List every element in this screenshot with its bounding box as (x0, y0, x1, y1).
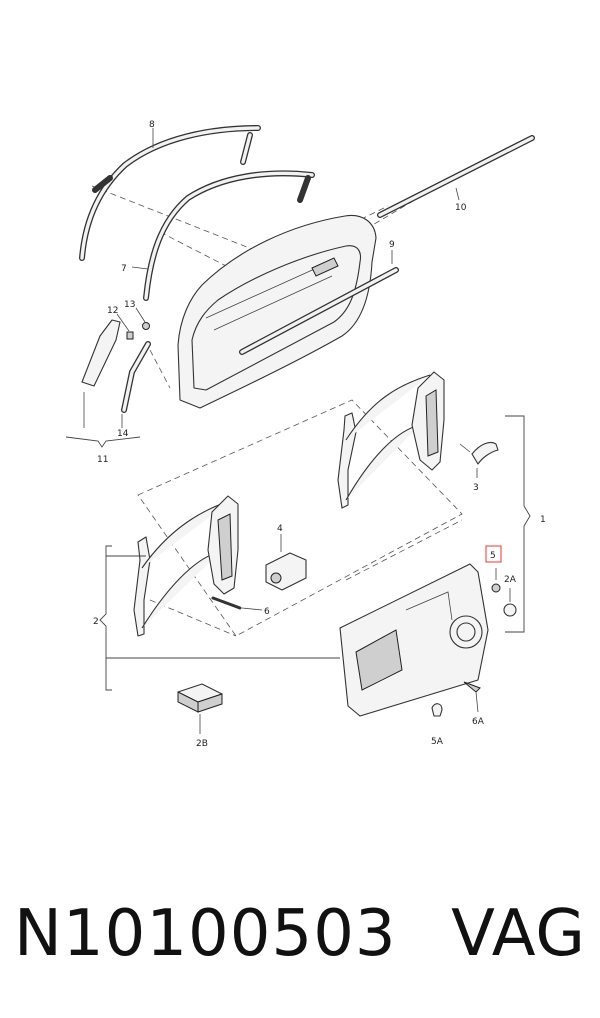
label-5: 5 (490, 551, 496, 561)
part-number-text: N10100503 (14, 897, 397, 971)
label-13: 13 (124, 300, 135, 310)
label-4: 4 (277, 524, 283, 534)
lower-window-regulator (133, 495, 239, 637)
label-11: 11 (97, 455, 108, 465)
exploded-parts-diagram: 1 2 2A 2B 3 4 5 5A 6 6A 7 8 9 10 11 12 1… (65, 120, 546, 749)
part-10-outer-strip (377, 135, 535, 218)
part-9-inner-strip (239, 250, 399, 355)
label-6: 6 (264, 607, 270, 617)
highlight-box-5 (485, 545, 502, 563)
part-8-upper-seal (79, 125, 261, 261)
part-7-frame-seal (131, 170, 315, 301)
label-1: 1 (540, 515, 546, 525)
label-5A: 5A (431, 737, 444, 747)
label-14: 14 (117, 429, 129, 439)
upper-window-regulator (337, 371, 499, 509)
footer-bar: N10100503 VAG (14, 894, 586, 974)
label-6A: 6A (472, 717, 485, 727)
label-8: 8 (149, 120, 155, 130)
part-labels: 1 2 2A 2B 3 4 5 5A 6 6A 7 8 9 10 11 12 1… (93, 120, 546, 749)
motor-and-bolt (211, 534, 307, 611)
label-2: 2 (93, 617, 99, 627)
brand-text: VAG (451, 897, 586, 971)
label-12: 12 (107, 306, 118, 316)
label-2B: 2B (196, 739, 208, 749)
label-10: 10 (455, 203, 467, 213)
label-2A: 2A (504, 575, 517, 585)
part-2B-block (177, 683, 223, 734)
label-3: 3 (473, 483, 479, 493)
door-shell (177, 214, 377, 409)
part-group-11 (65, 307, 151, 448)
label-7: 7 (121, 264, 127, 274)
label-9: 9 (389, 240, 395, 250)
group-braces (99, 415, 531, 691)
door-inner-panel (339, 563, 517, 717)
